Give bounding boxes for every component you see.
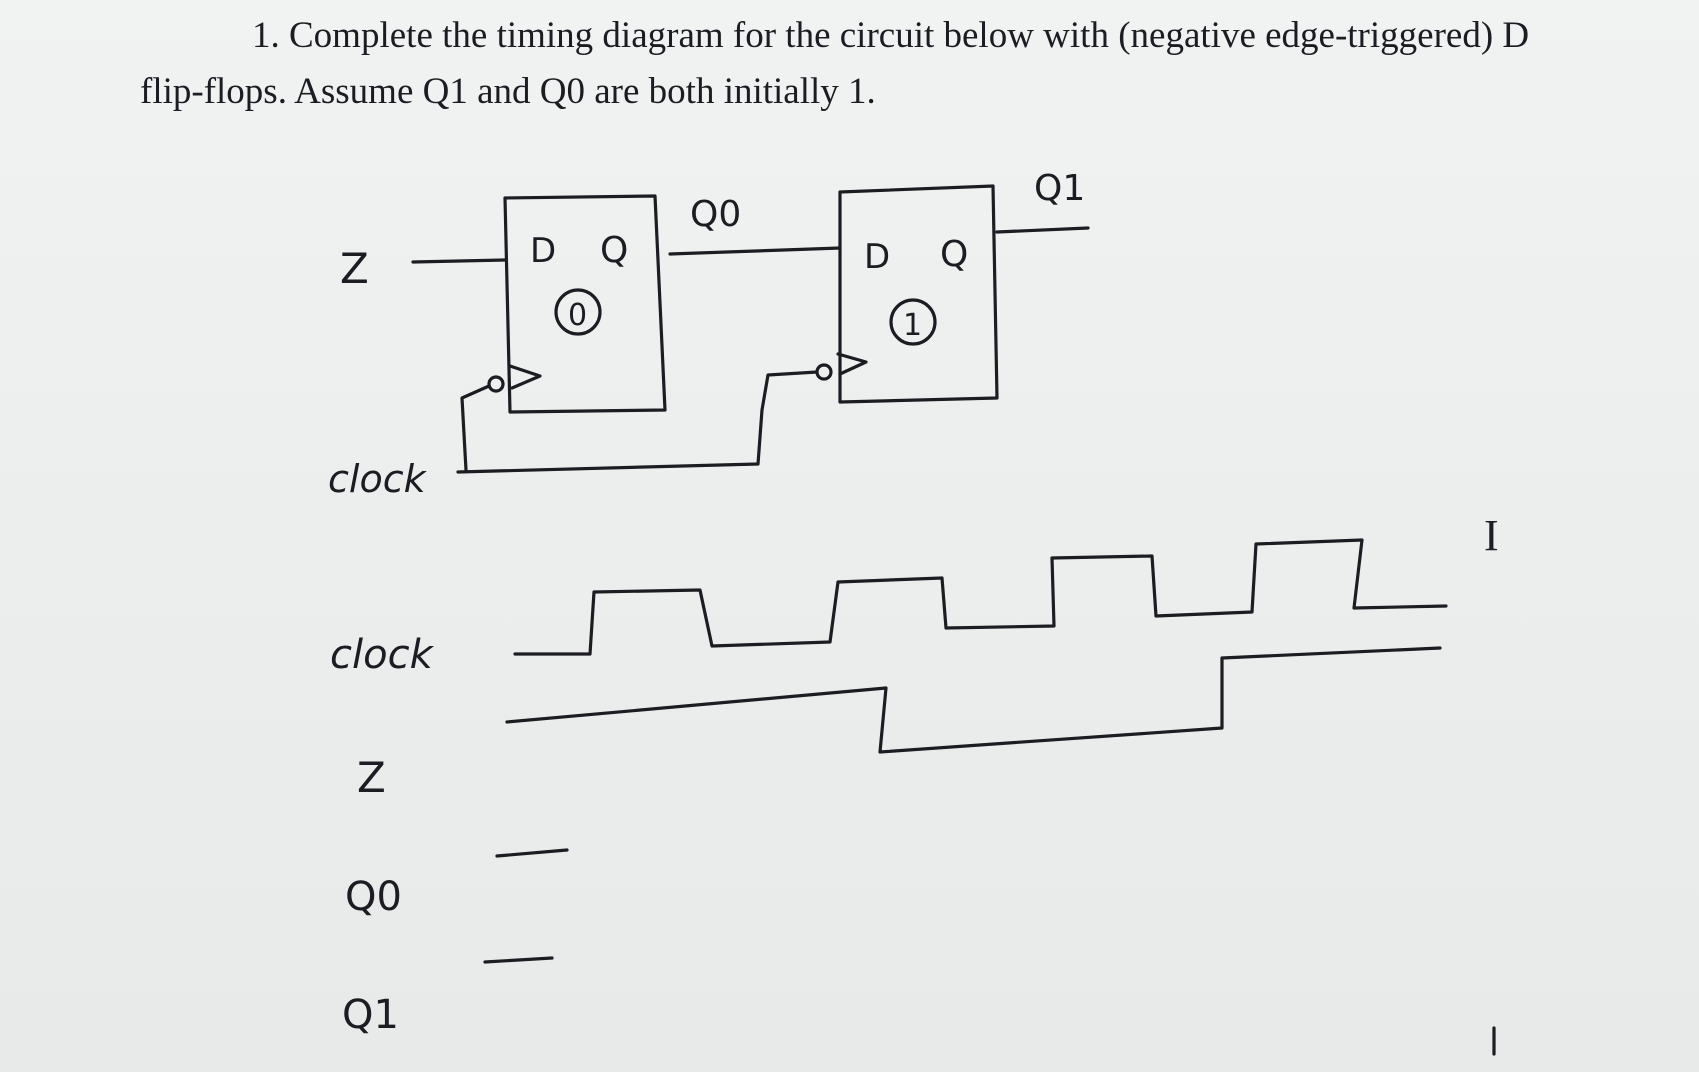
timing-z-label: Z bbox=[357, 753, 386, 802]
ff0-id-label: 0 bbox=[568, 298, 587, 333]
ff1-q-label: Q bbox=[940, 234, 968, 275]
q1-initial-level bbox=[483, 956, 554, 964]
clock-waveform bbox=[513, 538, 1448, 656]
q1-output-wire bbox=[995, 226, 1090, 234]
q0-wire-label: Q0 bbox=[690, 194, 741, 235]
flip-flop-0-box bbox=[503, 194, 667, 414]
ff0-clock-bubble bbox=[487, 375, 505, 393]
ff1-id-label: 1 bbox=[903, 308, 922, 343]
timing-clock-label: clock bbox=[330, 632, 435, 678]
question-line-2: flip-flops. Assume Q1 and Q0 are both in… bbox=[140, 71, 876, 112]
question-prompt: Complete the timing diagram for the circ… bbox=[289, 15, 1530, 56]
timing-labels: clock Z Q0 Q1 bbox=[330, 632, 435, 1038]
timing-q1-label: Q1 bbox=[342, 992, 399, 1038]
flip-flop-1-box bbox=[838, 184, 999, 404]
ff0-id-circle bbox=[554, 288, 602, 336]
clock-wire bbox=[456, 370, 819, 474]
ff1-clock-triangle bbox=[836, 352, 868, 376]
circuit-labels: Z clock D Q 0 D Q 1 Q0 Q1 bbox=[328, 168, 1085, 501]
q0-initial-level bbox=[495, 848, 569, 858]
z-waveform bbox=[505, 646, 1442, 754]
ff0-q-label: Q bbox=[600, 230, 628, 271]
clock-wire-to-ff0 bbox=[460, 384, 491, 472]
circuit-z-label: Z bbox=[340, 244, 369, 293]
q0-wire bbox=[668, 246, 842, 256]
z-input-wire bbox=[411, 258, 507, 264]
ff1-id-circle bbox=[889, 298, 937, 346]
ff1-d-label: D bbox=[864, 237, 890, 277]
q1-wire-label: Q1 bbox=[1034, 168, 1085, 209]
question-line-1: 1. Complete the timing diagram for the c… bbox=[252, 6, 1529, 66]
text-cursor-icon: I bbox=[1484, 511, 1499, 560]
question-number: 1. bbox=[252, 15, 280, 56]
ff0-clock-triangle bbox=[508, 364, 542, 390]
ff1-clock-bubble bbox=[815, 363, 833, 381]
ff0-d-label: D bbox=[530, 231, 556, 271]
timing-q0-label: Q0 bbox=[345, 874, 402, 920]
circuit-clock-label: clock bbox=[328, 457, 428, 501]
